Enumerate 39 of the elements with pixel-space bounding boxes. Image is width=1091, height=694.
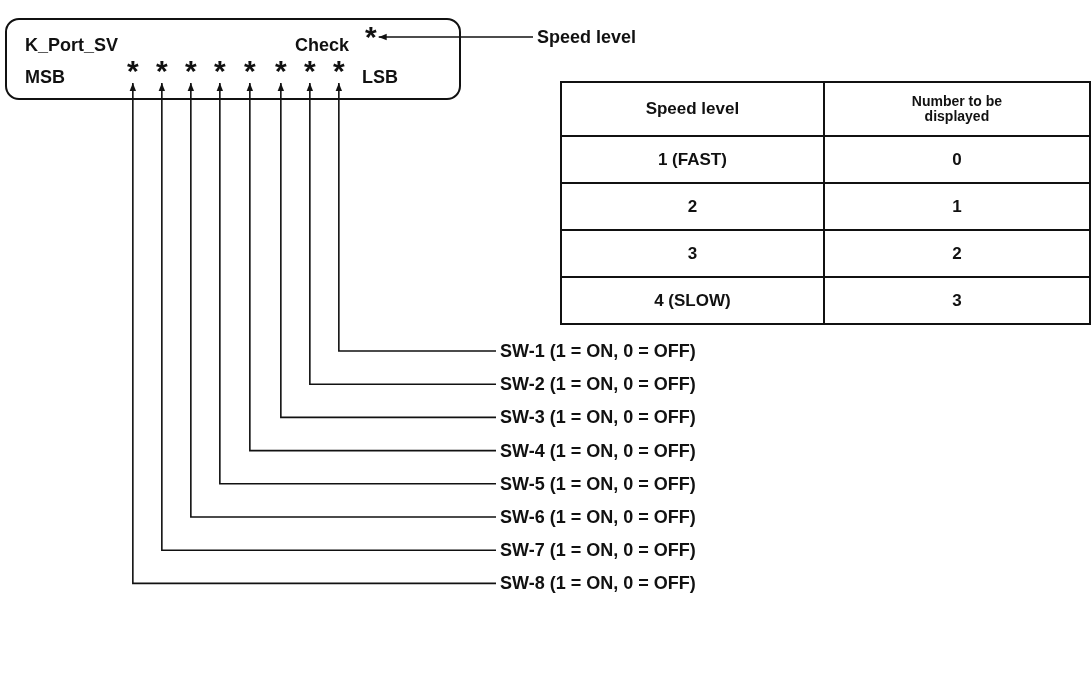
table-cell: 3 [823, 277, 1090, 324]
table-cell: 3 [561, 230, 824, 277]
switch-label: SW-8 (1 = ON, 0 = OFF) [500, 574, 696, 593]
asterisk-text: * [185, 60, 197, 82]
asterisk-text: * [156, 60, 168, 82]
asterisk-text: * [127, 60, 139, 82]
leader-line [306, 82, 497, 385]
table-cell: 2 [561, 183, 824, 230]
switch-label: SW-5 (1 = ON, 0 = OFF) [500, 474, 696, 493]
table-header: Speed level [561, 82, 824, 136]
table-cell: 1 (FAST) [561, 136, 824, 183]
switch-label: SW-3 (1 = ON, 0 = OFF) [500, 408, 696, 427]
display-text: Check [295, 36, 350, 54]
asterisk-text: * [304, 60, 316, 82]
display-text: MSB [25, 68, 65, 86]
switch-label: SW-7 (1 = ON, 0 = OFF) [500, 541, 696, 560]
table-cell: 0 [823, 136, 1090, 183]
asterisk-text: * [214, 60, 226, 82]
asterisk-text: * [244, 60, 256, 82]
switch-label: SW-1 (1 = ON, 0 = OFF) [500, 342, 696, 360]
switch-label: SW-4 (1 = ON, 0 = OFF) [500, 441, 696, 460]
leader-line [335, 82, 497, 352]
asterisk-text: * [333, 60, 345, 82]
asterisk-text: * [365, 26, 377, 48]
leader-line [216, 82, 497, 485]
leader-line [277, 82, 497, 419]
arrow [377, 33, 534, 41]
table-header: Number to be displayed [910, 94, 1003, 124]
switch-label: SW-2 (1 = ON, 0 = OFF) [500, 375, 696, 394]
table-cell: 1 [823, 183, 1090, 230]
display-box [5, 18, 461, 100]
asterisk-text: * [275, 60, 287, 82]
display-text: K_Port_SV [25, 36, 119, 54]
table-cell: 4 (SLOW) [561, 277, 824, 324]
switch-label: SW-6 (1 = ON, 0 = OFF) [500, 508, 696, 526]
table-cell: 2 [823, 230, 1090, 277]
leader-line [246, 82, 497, 452]
display-text: LSB [362, 68, 398, 86]
callout-label: Speed level [537, 28, 637, 46]
